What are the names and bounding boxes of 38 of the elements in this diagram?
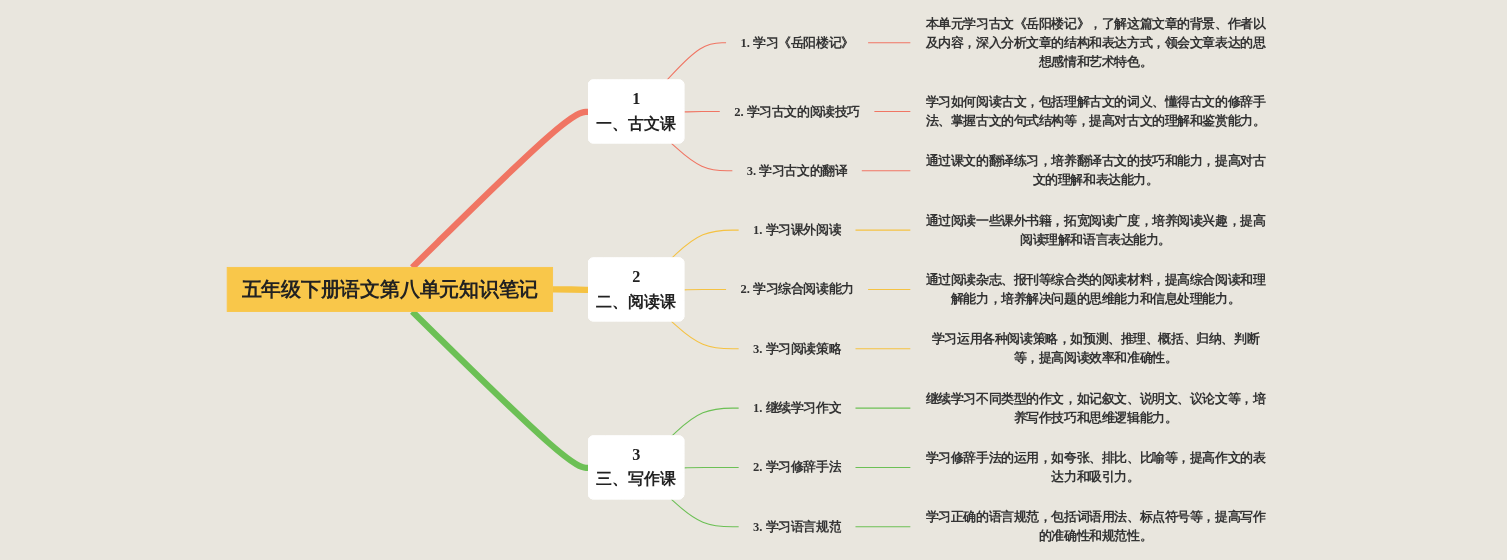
node-text: 1. 继续学习作文 [752, 401, 841, 415]
connector [860, 170, 911, 172]
node-text: 学习正确的语言规范，包括词语用法、标点符号等，提高写作的准确性和规范性。 [925, 510, 1265, 543]
connector [854, 526, 911, 528]
connector [670, 320, 739, 350]
connector [867, 42, 911, 44]
connector [683, 288, 727, 291]
node-text: 2. 学习综合阅读能力 [740, 282, 854, 297]
connector [854, 348, 911, 350]
node-text: 学习运用各种阅读策略，如预测、推理、概括、归纳、判断等，提高阅读效率和准确性。 [931, 332, 1259, 365]
node-text: 学习修辞手法的运用，如夸张、排比、比喻等，提高作文的表达力和吸引力。 [925, 451, 1265, 484]
node-text: 3. 学习语言规范 [752, 520, 841, 534]
connector [854, 407, 911, 409]
node-text: 继续学习不同类型的作文，如记叙文、说明文、议论文等，培养写作技巧和思维逻辑能力。 [925, 391, 1265, 425]
connector [683, 110, 720, 113]
connector [683, 466, 739, 469]
node-text: 1. 学习《岳阳楼记》 [740, 35, 854, 50]
node-text: 通过阅读一些课外书籍，拓宽阅读广度，培养阅读兴趣，提高阅读理解和语言表达能力。 [925, 213, 1265, 247]
connector [854, 466, 911, 468]
node-box: 五年级下册语文第八单元知识笔记 [226, 266, 553, 312]
connector [873, 110, 911, 112]
node-text: 3. 学习阅读策略 [752, 342, 841, 356]
node-text: 通过阅读杂志、报刊等综合类的阅读材料，提高综合阅读和理解能力，培养解决问题的思维能力和信息处理能力。 [925, 273, 1265, 306]
connector [670, 407, 739, 437]
node-text: 1. 学习课外阅读 [752, 223, 841, 237]
node-text: 3. 学习古文的翻译 [746, 164, 847, 178]
connector [665, 42, 727, 81]
node-text: 学习如何阅读古文，包括理解古文的词义、懂得古文的修辞手法、掌握古文的句式结构等，提高对古文的理解和鉴赏能力。 [925, 95, 1265, 128]
node-text: 本单元学习古文《岳阳楼记》，了解这篇文章的背景、作者以及内容，深入分析文章的结构和表达方式，领会文章表达的思想感情和艺术特色。 [925, 17, 1265, 69]
connector [854, 229, 911, 231]
connector [552, 286, 589, 294]
connector [670, 498, 739, 528]
connector [670, 142, 733, 172]
connector [670, 229, 739, 259]
node-text: 通过课文的翻译练习，培养翻译古文的技巧和能力，提高对古文的理解和表达能力。 [925, 154, 1265, 187]
node-text: 2. 学习修辞手法 [752, 460, 841, 475]
connector [867, 288, 911, 290]
node-text: 2. 学习古文的阅读技巧 [733, 104, 860, 119]
